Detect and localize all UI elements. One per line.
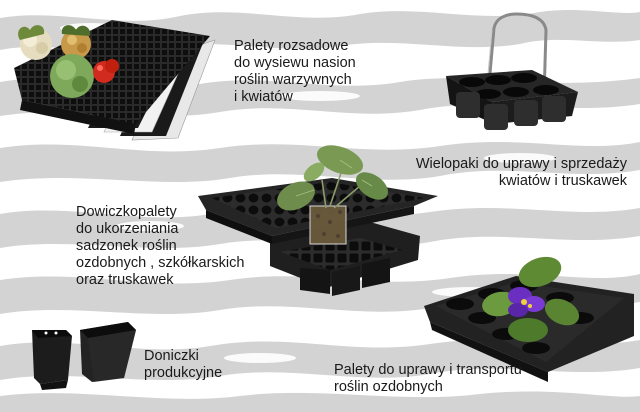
pots-caption: Doniczki produkcyjne bbox=[144, 348, 223, 381]
multipacks-caption: Wielopaki do uprawy i sprzedaży kwiatów … bbox=[415, 156, 627, 189]
seed-trays-caption: Palety rozsadowe do wysiewu nasion rośli… bbox=[234, 38, 356, 105]
plug-trays-caption: Dowiczkopalety do ukorzeniania sadzonek … bbox=[76, 204, 245, 288]
transport-trays-caption: Palety do uprawy i transportu roślin ozd… bbox=[334, 362, 522, 395]
